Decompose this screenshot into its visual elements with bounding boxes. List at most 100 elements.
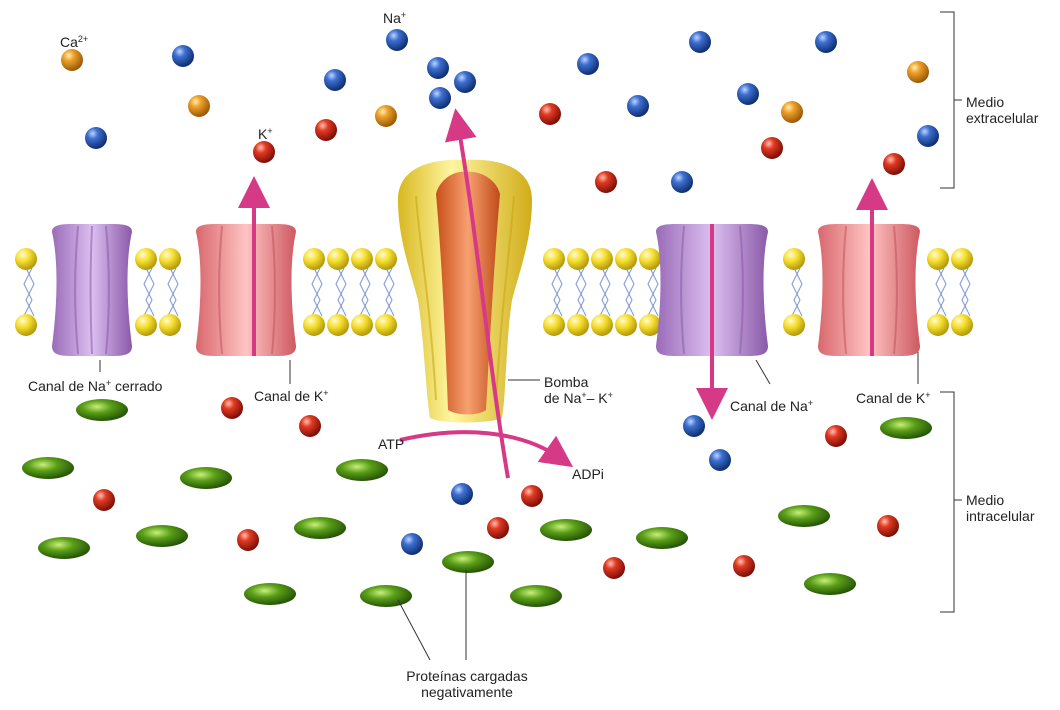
potassium-ion [603,557,625,579]
potassium-ion [539,103,561,125]
label-atp: ATP [378,436,404,452]
negative-protein [510,585,562,607]
negative-protein [244,583,296,605]
potassium-ion [761,137,783,159]
negative-protein [804,573,856,595]
phospholipid-head-top [783,248,805,270]
phospholipid-head-top [951,248,973,270]
calcium-ion [61,49,83,71]
negative-protein [294,517,346,539]
potassium-channel-right [818,224,920,356]
negative-protein [180,467,232,489]
sodium-ion [917,125,939,147]
label-canal-k-right: Canal de K+ [856,390,931,406]
potassium-ion [883,153,905,175]
sodium-potassium-pump [398,160,532,423]
sodium-ion [427,57,449,79]
potassium-ion [315,119,337,141]
sodium-ion [324,69,346,91]
sodium-ion [671,171,693,193]
phospholipid-head-top [15,248,37,270]
potassium-ion [825,425,847,447]
phospholipid-head-bottom [543,314,565,336]
phospholipid-head-top [567,248,589,270]
phospholipid-head-top [303,248,325,270]
negative-protein [76,399,128,421]
potassium-ion [521,485,543,507]
calcium-ion [188,95,210,117]
potassium-ion [253,141,275,163]
phospholipid-head-top [615,248,637,270]
potassium-ion [237,529,259,551]
sodium-ion [737,83,759,105]
label-medio-extracelular: Medio extracelular [966,94,1038,126]
potassium-ion [595,171,617,193]
phospholipid-head-top [375,248,397,270]
negative-protein [540,519,592,541]
phospholipid-head-bottom [927,314,949,336]
sodium-ion [386,29,408,51]
negative-protein [442,551,494,573]
phospholipid-head-bottom [15,314,37,336]
negative-protein [336,459,388,481]
label-calcium: Ca2+ [60,34,88,50]
sodium-ion [577,53,599,75]
sodium-ion [454,71,476,93]
sodium-channel-closed [52,224,132,356]
calcium-ion [375,105,397,127]
phospholipid-head-bottom [159,314,181,336]
phospholipid-head-bottom [567,314,589,336]
calcium-ion [781,101,803,123]
phospholipid-head-top [927,248,949,270]
sodium-ion [689,31,711,53]
sodium-ion [401,533,423,555]
potassium-channel-left [196,224,296,356]
label-sodium-top: Na+ [383,10,406,26]
negative-protein [880,417,932,439]
phospholipid-head-bottom [783,314,805,336]
phospholipid-head-bottom [351,314,373,336]
label-potassium-top: K+ [258,126,273,142]
potassium-ion [487,517,509,539]
label-canal-na-cerrado: Canal de Na+ cerrado [28,378,162,394]
phospholipid-head-bottom [135,314,157,336]
phospholipid-head-top [591,248,613,270]
negative-protein [38,537,90,559]
phospholipid-head-top [543,248,565,270]
arrows [254,124,872,478]
phospholipid-head-bottom [327,314,349,336]
sodium-ion [627,95,649,117]
potassium-ion [93,489,115,511]
potassium-ion [733,555,755,577]
label-canal-na-open: Canal de Na+ [730,398,813,414]
negative-protein [22,457,74,479]
phospholipid-head-top [327,248,349,270]
phospholipid-head-bottom [591,314,613,336]
sodium-ion [815,31,837,53]
label-medio-intracelular: Medio intracelular [966,492,1034,524]
pump-atp-arrow [400,432,560,458]
phospholipid-head-bottom [303,314,325,336]
phospholipid-head-top [639,248,661,270]
sodium-ion [451,483,473,505]
label-bomba: Bomba de Na+– K+ [544,374,613,406]
potassium-ion [877,515,899,537]
label-canal-k-left: Canal de K+ [254,388,329,404]
sodium-ion [683,415,705,437]
potassium-ion [299,415,321,437]
label-proteinas-cargadas: Proteínas cargadas negativamente [392,668,542,700]
phospholipid-head-top [135,248,157,270]
phospholipid-head-bottom [375,314,397,336]
negative-protein [636,527,688,549]
potassium-ion [221,397,243,419]
sodium-ion [709,449,731,471]
negative-protein [778,505,830,527]
negative-protein [136,525,188,547]
negative-protein [360,585,412,607]
phospholipid-head-bottom [951,314,973,336]
phospholipid-head-bottom [615,314,637,336]
sodium-ion [429,87,451,109]
label-adpi: ADPi [572,466,604,482]
sodium-ion [85,127,107,149]
